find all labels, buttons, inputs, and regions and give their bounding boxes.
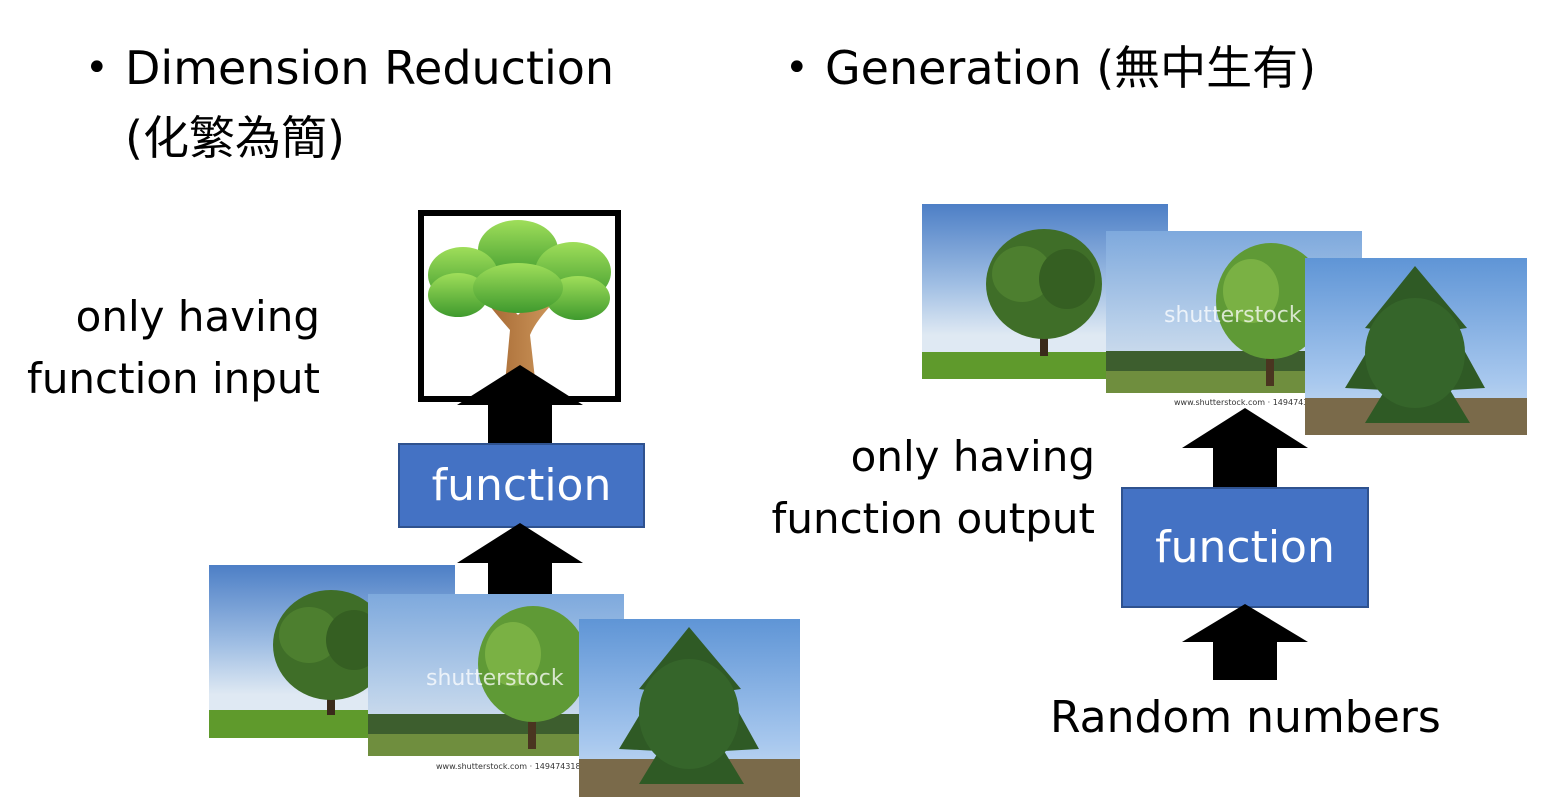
caption-function-output: function output — [771, 494, 1095, 543]
function-box-generator: function — [1121, 487, 1369, 608]
caption-only-having: only having — [75, 292, 320, 341]
function-label: function — [1155, 522, 1335, 573]
watermark-text: shutterstock — [426, 666, 564, 691]
arrow-up-to-function — [1182, 604, 1308, 680]
watermark-url: www.shutterstock.com · 149474318 — [1174, 398, 1319, 407]
arrow-up-to-function — [457, 523, 583, 603]
generated-tree-photo-3 — [1305, 258, 1527, 435]
caption-only-having: only having — [850, 432, 1095, 481]
watermark-url: www.shutterstock.com · 149474318 — [436, 762, 581, 771]
bullet-dimension-reduction-cn: (化繁為簡) — [125, 111, 345, 165]
bullet-dot: • — [785, 45, 809, 91]
function-label: function — [431, 460, 612, 511]
tree-photo-3 — [579, 619, 800, 797]
random-numbers-label: Random numbers — [1050, 692, 1441, 743]
cartoon-tree-image — [418, 210, 621, 405]
bullet-generation: Generation (無中生有) — [825, 41, 1317, 95]
function-box-encoder: function — [398, 443, 645, 528]
bullet-dot: • — [85, 45, 109, 91]
watermark-text: shutterstock — [1164, 303, 1302, 328]
arrow-up-to-output — [457, 365, 583, 445]
bullet-dimension-reduction: Dimension Reduction — [125, 41, 615, 95]
arrow-up-to-output — [1182, 408, 1308, 488]
caption-function-input: function input — [27, 354, 320, 403]
